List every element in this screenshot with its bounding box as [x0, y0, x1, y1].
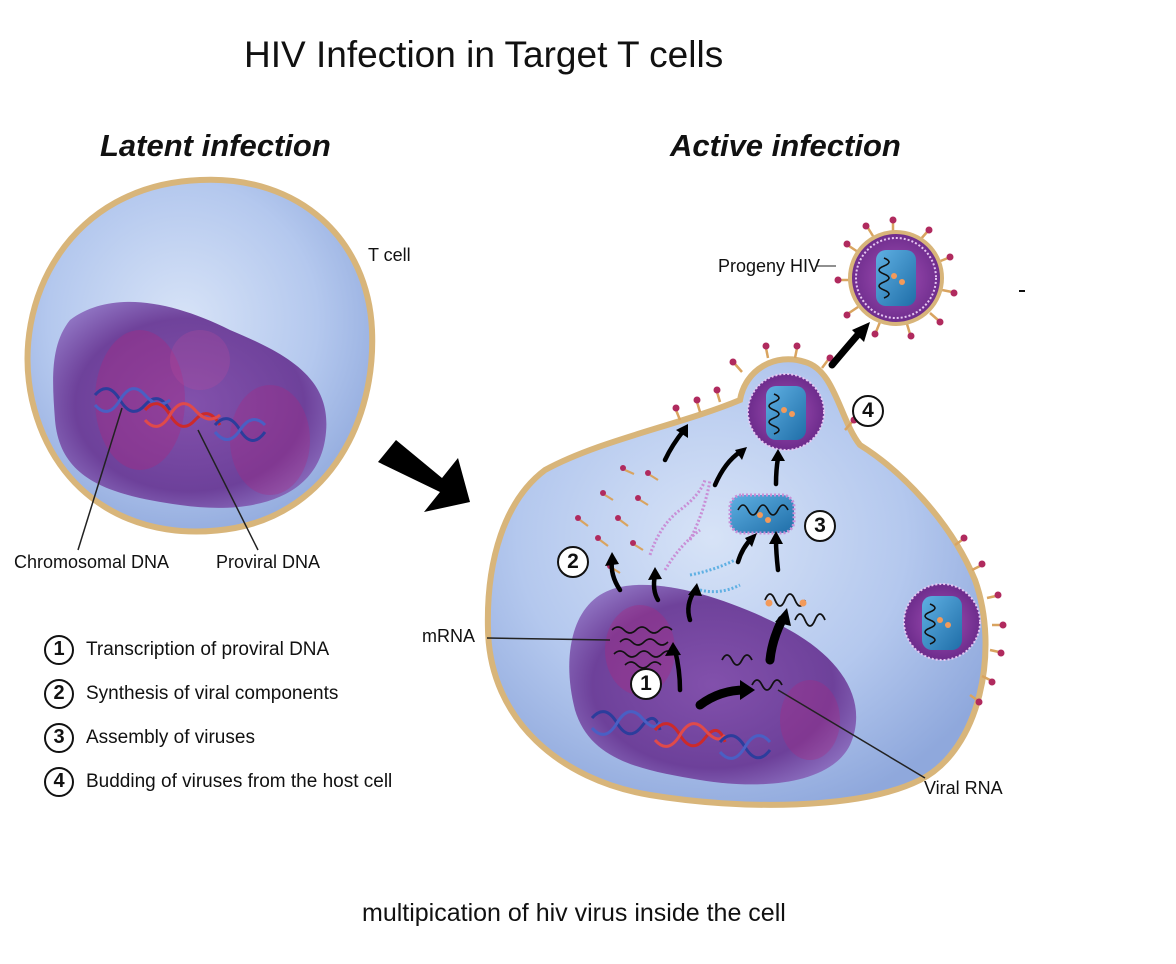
step-badge-2: 2: [557, 546, 589, 578]
membrane-virion: [903, 583, 981, 661]
active-t-cell: [484, 322, 1007, 808]
legend-item: 1 Transcription of proviral DNA: [44, 628, 392, 672]
viral-rna-chains: [648, 479, 712, 571]
progeny-hiv-virion: [834, 216, 958, 340]
viral-rna: [721, 593, 826, 691]
proviral-dna-label: Proviral DNA: [216, 552, 321, 572]
figure-caption: multipication of hiv virus inside the ce…: [362, 899, 786, 927]
mrna-label: mRNA: [422, 626, 475, 646]
legend-text: Synthesis of viral components: [86, 683, 339, 704]
legend-text: Budding of viruses from the host cell: [86, 771, 393, 792]
membrane-spike-tips: [672, 342, 1007, 706]
latent-t-cell: [24, 176, 376, 551]
step-badge-1: 1: [630, 668, 662, 700]
progeny-hiv-label: Progeny HIV: [718, 256, 821, 276]
assembling-virion: [728, 493, 796, 535]
legend-text: Transcription of proviral DNA: [86, 639, 330, 660]
arrow-heads: [605, 322, 870, 700]
step-badge-4: 4: [852, 395, 884, 427]
legend-item: 4 Budding of viruses from the host cell: [44, 760, 392, 804]
t-cell-label: T cell: [368, 245, 411, 265]
legend-text: Assembly of viruses: [86, 727, 255, 748]
steps-legend: 1 Transcription of proviral DNA 2 Synthe…: [44, 628, 392, 804]
legend-number: 2: [44, 679, 74, 709]
chromosomal-dna-label: Chromosomal DNA: [14, 552, 170, 572]
legend-number: 1: [44, 635, 74, 665]
budding-virion: [747, 373, 825, 451]
latent-dna-helix: [93, 387, 267, 442]
legend-number: 4: [44, 767, 74, 797]
viral-rna-label: Viral RNA: [924, 778, 1003, 798]
capsid-fragments: [689, 558, 741, 594]
legend-number: 3: [44, 723, 74, 753]
membrane-spikes: [674, 347, 1001, 702]
latent-infection-heading: Latent infection: [100, 128, 331, 163]
transition-arrow: [378, 440, 470, 512]
active-dna-helix: [590, 710, 772, 760]
active-nucleus: [569, 584, 857, 785]
step-badge-3: 3: [804, 510, 836, 542]
diagram-title: HIV Infection in Target T cells: [244, 34, 724, 75]
legend-item: 3 Assembly of viruses: [44, 716, 392, 760]
legend-item: 2 Synthesis of viral components: [44, 672, 392, 716]
active-infection-heading: Active infection: [670, 128, 901, 163]
